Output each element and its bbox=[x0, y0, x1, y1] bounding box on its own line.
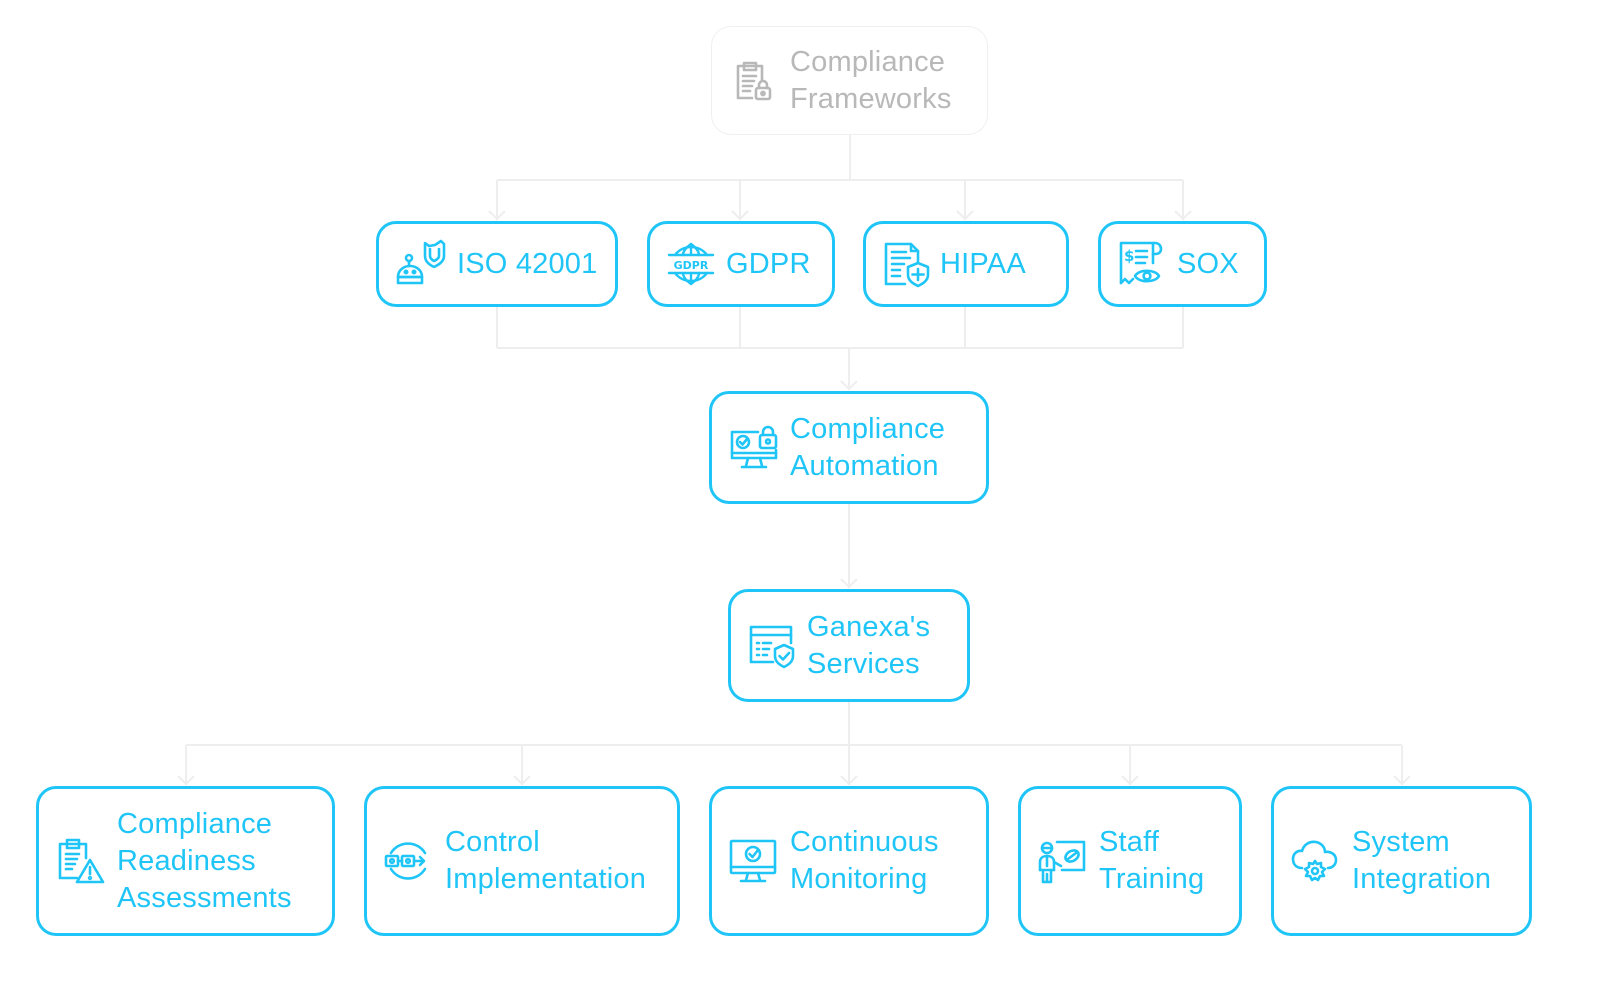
browser-shield-icon bbox=[747, 621, 797, 671]
arrowhead bbox=[1121, 775, 1139, 786]
cloud-gear-icon bbox=[1290, 836, 1340, 886]
node-ganexas-services[interactable]: Ganexa's Services bbox=[728, 589, 970, 702]
node-continuous-monitoring[interactable]: Continuous Monitoring bbox=[709, 786, 989, 936]
control-flow-icon bbox=[383, 836, 433, 886]
node-label: Compliance Readiness Assessments bbox=[117, 807, 292, 914]
receipt-eye-icon: $ bbox=[1117, 239, 1167, 289]
node-compliance-readiness-assessments[interactable]: Compliance Readiness Assessments bbox=[36, 786, 335, 936]
arrowhead bbox=[513, 775, 531, 786]
svg-text:$: $ bbox=[1124, 247, 1134, 265]
robot-shield-icon bbox=[395, 239, 449, 289]
gdpr-globe-icon: GDPR bbox=[666, 239, 716, 289]
node-label: System Integration bbox=[1352, 826, 1492, 895]
node-label: ISO 42001 bbox=[457, 247, 598, 280]
node-iso-42001[interactable]: ISO 42001 bbox=[376, 221, 618, 307]
arrowhead bbox=[1393, 775, 1411, 786]
node-label: GDPR bbox=[726, 247, 811, 280]
node-label: HIPAA bbox=[940, 247, 1026, 280]
node-control-implementation[interactable]: Control Implementation bbox=[364, 786, 680, 936]
svg-text:GDPR: GDPR bbox=[674, 259, 709, 272]
node-staff-training[interactable]: Staff Training bbox=[1018, 786, 1242, 936]
node-label: Continuous Monitoring bbox=[790, 826, 939, 895]
arrowhead bbox=[956, 210, 974, 221]
node-label: Staff Training bbox=[1099, 826, 1205, 895]
node-label: Ganexa's Services bbox=[807, 610, 931, 680]
node-compliance-automation[interactable]: Compliance Automation bbox=[709, 391, 989, 504]
trainer-board-icon bbox=[1037, 836, 1087, 886]
node-gdpr[interactable]: GDPR GDPR bbox=[647, 221, 835, 307]
clipboard-lock-icon bbox=[728, 58, 778, 104]
document-medical-shield-icon bbox=[882, 239, 932, 289]
node-hipaa[interactable]: HIPAA bbox=[863, 221, 1069, 307]
arrowhead bbox=[731, 210, 749, 221]
node-label: Compliance Frameworks bbox=[790, 45, 952, 115]
clipboard-warning-icon bbox=[55, 836, 105, 886]
node-label: Control Implementation bbox=[445, 826, 647, 895]
node-compliance-frameworks[interactable]: Compliance Frameworks bbox=[711, 26, 988, 135]
monitor-check-icon bbox=[728, 836, 778, 886]
arrowhead bbox=[840, 578, 858, 589]
monitor-check-lock-icon bbox=[728, 422, 780, 474]
arrowhead bbox=[840, 380, 858, 391]
arrowhead bbox=[177, 775, 195, 786]
node-sox[interactable]: $ SOX bbox=[1098, 221, 1267, 307]
node-label: SOX bbox=[1177, 247, 1239, 280]
arrowhead bbox=[840, 775, 858, 786]
node-system-integration[interactable]: System Integration bbox=[1271, 786, 1532, 936]
arrowhead bbox=[488, 210, 506, 221]
node-label: Compliance Automation bbox=[790, 412, 946, 482]
arrowhead bbox=[1174, 210, 1192, 221]
